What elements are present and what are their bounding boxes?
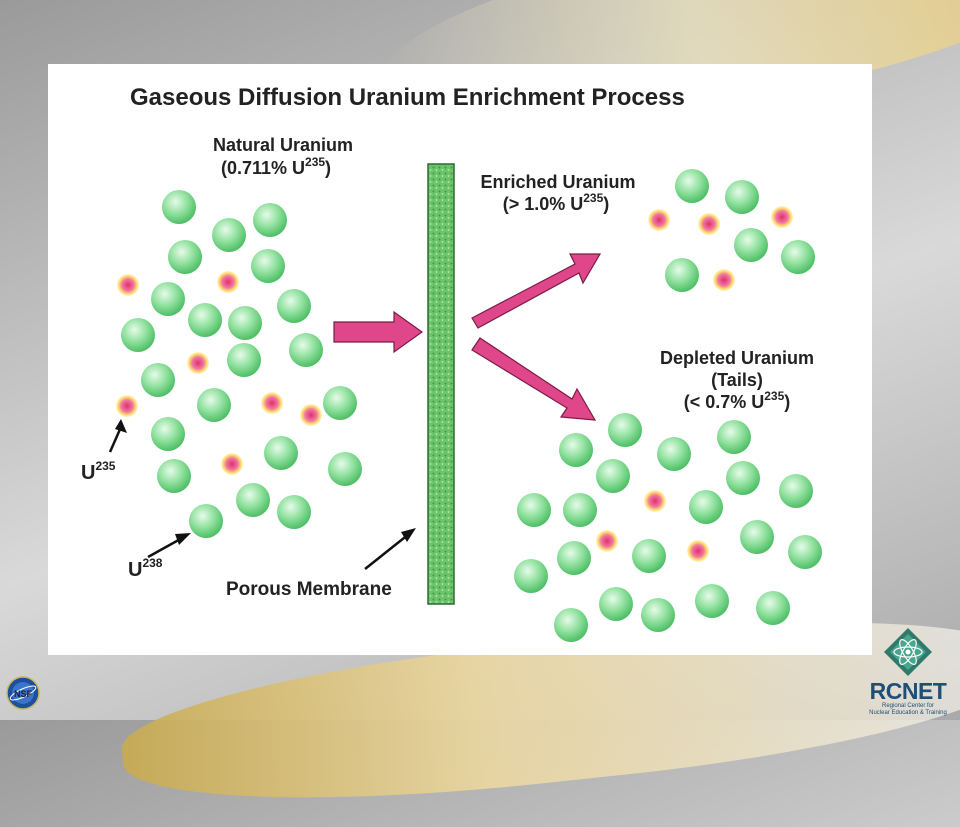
u238-atom <box>657 437 691 471</box>
u238-atom <box>599 587 633 621</box>
u238-atom <box>665 258 699 292</box>
u235-atom <box>698 213 720 235</box>
u235-atom <box>261 392 283 414</box>
rcnet-tagline: Regional Center for Nuclear Education & … <box>869 703 947 716</box>
u238-atom <box>779 474 813 508</box>
u238-label: U238 <box>128 556 163 581</box>
u238-atom <box>162 190 196 224</box>
enriched-atom-cluster <box>648 169 815 292</box>
u235-atom <box>221 453 243 475</box>
u238-atom <box>781 240 815 274</box>
u238-atom <box>253 203 287 237</box>
membrane-pointer <box>364 528 416 570</box>
u235-atom <box>644 490 666 512</box>
u238-atom <box>517 493 551 527</box>
u238-atom <box>228 306 262 340</box>
u238-atom <box>726 461 760 495</box>
rcnet-wordmark: RCNET <box>869 678 947 704</box>
u238-atom <box>788 535 822 569</box>
u238-atom <box>596 459 630 493</box>
svg-text:NSF: NSF <box>14 689 33 699</box>
u238-atom <box>251 249 285 283</box>
depleted-arrow <box>471 337 597 421</box>
u238-atom <box>227 343 261 377</box>
u238-atom <box>734 228 768 262</box>
membrane-label: Porous Membrane <box>226 579 392 600</box>
depleted-uranium-assay: (< 0.7% U235) <box>684 389 791 412</box>
u238-atom <box>563 493 597 527</box>
enriched-arrow <box>471 253 602 329</box>
u238-atom <box>236 483 270 517</box>
natural-uranium-assay: (0.711% U235) <box>221 155 331 178</box>
u238-atom <box>197 388 231 422</box>
u238-atom <box>188 303 222 337</box>
enriched-uranium-label: Enriched Uranium <box>480 172 635 192</box>
u238-atom <box>641 598 675 632</box>
u238-atom <box>289 333 323 367</box>
u238-atom <box>323 386 357 420</box>
rcnet-logo: RCNET Regional Center for Nuclear Educat… <box>862 626 954 718</box>
u238-atom <box>554 608 588 642</box>
u238-atom <box>328 452 362 486</box>
u235-atom <box>713 269 735 291</box>
natural-atom-cluster <box>116 190 362 538</box>
u235-atom <box>300 404 322 426</box>
u238-atom <box>151 282 185 316</box>
u235-atom <box>687 540 709 562</box>
u238-atom <box>212 218 246 252</box>
diagram-slide: Gaseous Diffusion Uranium Enrichment Pro… <box>48 64 872 655</box>
u238-atom <box>559 433 593 467</box>
u235-atom <box>217 271 239 293</box>
rcnet-emblem-icon <box>884 628 932 676</box>
porous-membrane <box>427 163 455 605</box>
u235-atom <box>117 274 139 296</box>
u238-atom <box>121 318 155 352</box>
input-arrow <box>333 310 424 354</box>
u238-atom <box>157 459 191 493</box>
u238-atom <box>277 495 311 529</box>
u238-atom <box>151 417 185 451</box>
u238-pointer <box>147 533 191 559</box>
u238-atom <box>689 490 723 524</box>
u235-atom <box>187 352 209 374</box>
diffusion-diagram: Gaseous Diffusion Uranium Enrichment Pro… <box>81 84 822 642</box>
u238-atom <box>557 541 591 575</box>
u235-atom <box>116 395 138 417</box>
u235-pointer <box>108 419 127 453</box>
u235-atom <box>596 530 618 552</box>
enriched-uranium-assay: (> 1.0% U235) <box>503 191 610 214</box>
depleted-atom-cluster <box>514 413 822 642</box>
u238-atom <box>756 591 790 625</box>
u238-atom <box>264 436 298 470</box>
u238-atom <box>675 169 709 203</box>
u235-label: U235 <box>81 459 116 484</box>
u238-atom <box>695 584 729 618</box>
u238-atom <box>514 559 548 593</box>
u238-atom <box>277 289 311 323</box>
nsf-logo: NSF <box>6 676 40 710</box>
u238-atom <box>632 539 666 573</box>
u238-atom <box>725 180 759 214</box>
u235-atom <box>648 209 670 231</box>
u238-atom <box>189 504 223 538</box>
depleted-uranium-label: Depleted Uranium <box>660 348 814 368</box>
u235-atom <box>771 206 793 228</box>
u238-atom <box>740 520 774 554</box>
depleted-tails-label: (Tails) <box>711 370 763 390</box>
u238-atom <box>608 413 642 447</box>
u238-atom <box>141 363 175 397</box>
natural-uranium-label: Natural Uranium <box>213 135 353 155</box>
u238-atom <box>717 420 751 454</box>
diagram-title: Gaseous Diffusion Uranium Enrichment Pro… <box>130 84 685 111</box>
u238-atom <box>168 240 202 274</box>
